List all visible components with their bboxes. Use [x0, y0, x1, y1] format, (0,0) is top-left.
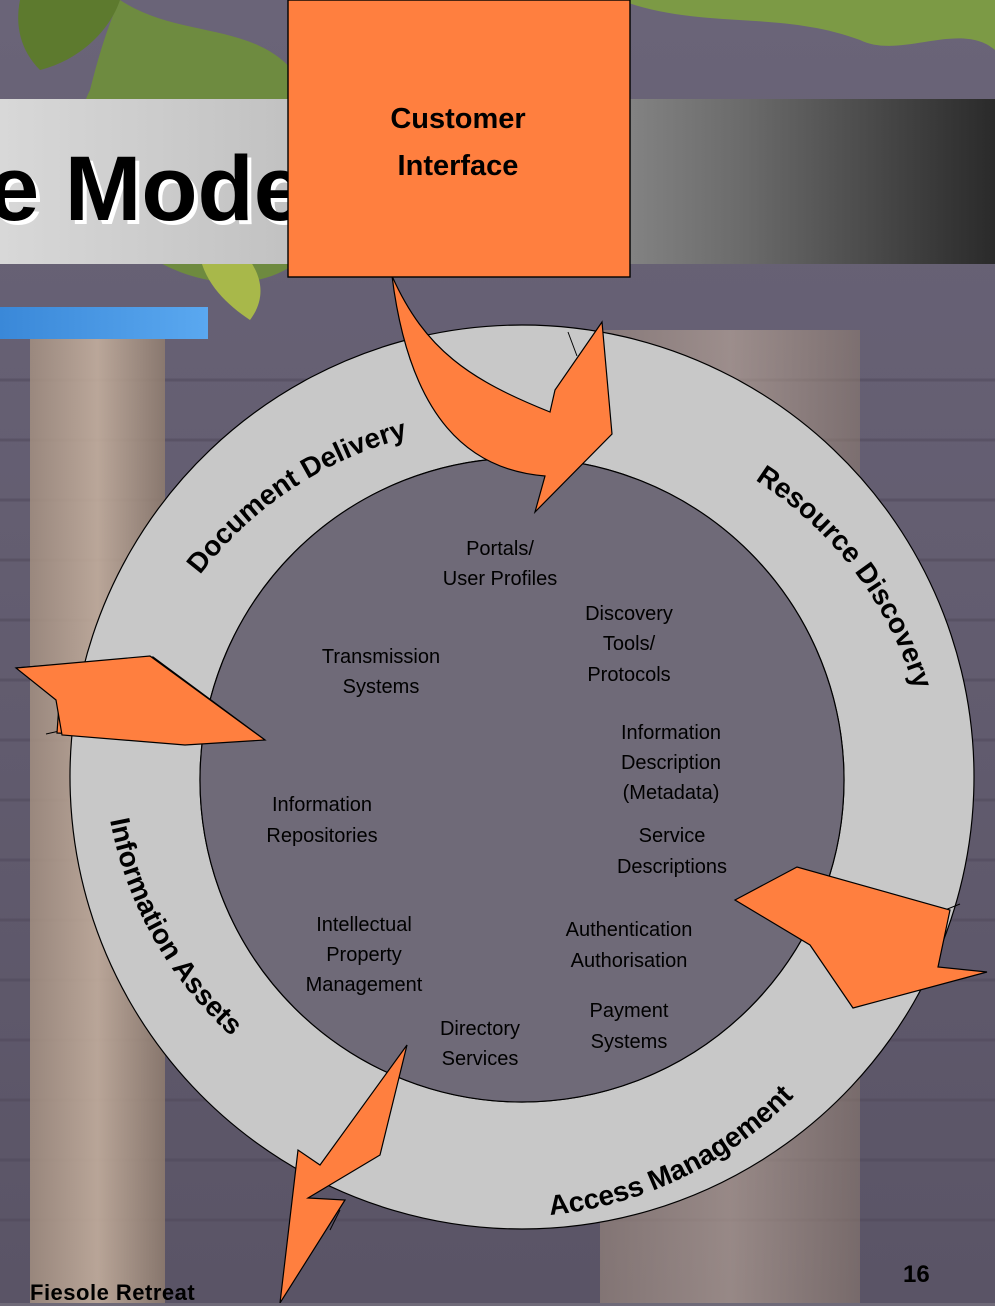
portals-line2: User Profiles	[443, 568, 557, 590]
arrow-to-access-management	[733, 866, 988, 1009]
info-desc-line2: Description	[621, 752, 721, 774]
payment-line1: Payment	[590, 1000, 669, 1022]
arrow-customer-to-discovery	[391, 275, 613, 515]
accent-bar	[0, 307, 208, 339]
customer-interface-box	[287, 0, 631, 278]
customer-interface-line2: Interface	[398, 150, 519, 182]
arrow-left-body	[14, 655, 267, 746]
info-desc-line1: Information	[621, 722, 721, 744]
slide-title: e Model	[0, 138, 330, 240]
inner-items: Portals/ User Profiles Discovery Tools/ …	[266, 538, 727, 1070]
directory-line1: Directory	[440, 1018, 520, 1040]
payment-line2: Systems	[591, 1031, 668, 1053]
repositories-line1: Information	[272, 794, 372, 816]
flow-arrows	[14, 275, 988, 1303]
transmission-line1: Transmission	[322, 646, 440, 668]
ip-line3: Management	[306, 974, 423, 996]
service-desc-line1: Service	[639, 825, 706, 847]
page-number: 16	[903, 1261, 930, 1288]
ip-line1: Intellectual	[316, 914, 412, 936]
repositories-line2: Repositories	[266, 825, 377, 847]
discovery-line2: Tools/	[603, 633, 656, 655]
ip-line2: Property	[326, 944, 402, 966]
customer-interface-line1: Customer	[390, 103, 525, 135]
service-desc-line2: Descriptions	[617, 856, 727, 878]
discovery-line1: Discovery	[585, 603, 673, 625]
auth-line2: Authorisation	[571, 950, 688, 972]
transmission-line2: Systems	[343, 676, 420, 698]
info-desc-line3: (Metadata)	[623, 782, 720, 804]
arrow-to-information-assets	[279, 1044, 408, 1303]
title-shadow: e Model	[0, 142, 334, 244]
footer-event-name: Fiesole Retreat	[30, 1280, 196, 1305]
directory-line2: Services	[442, 1048, 519, 1070]
discovery-line3: Protocols	[587, 664, 670, 686]
auth-line1: Authentication	[566, 919, 693, 941]
portals-line1: Portals/	[466, 538, 534, 560]
